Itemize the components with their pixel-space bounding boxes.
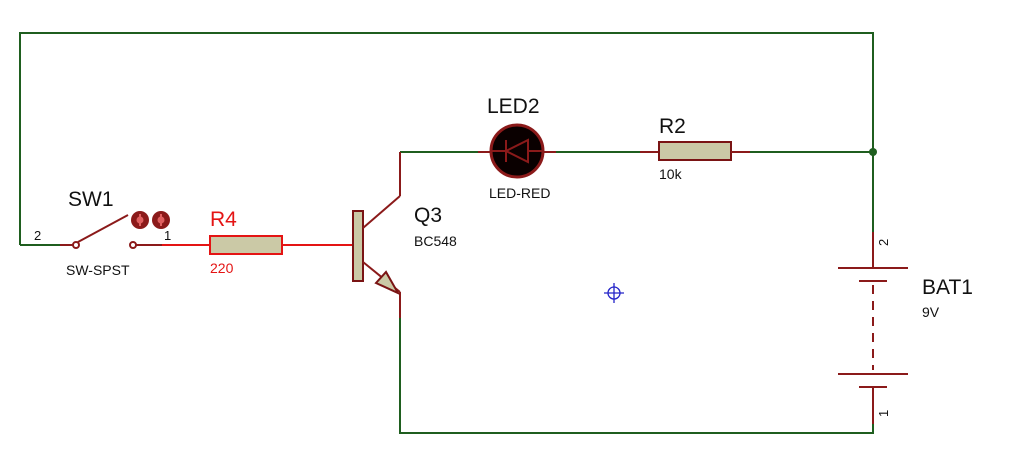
sw1-pin-label-left: 2 [34,228,41,243]
sw1-contact-left [72,241,80,249]
resistor-r2[interactable]: R2 10k [640,115,750,182]
bat1-ref-label: BAT1 [922,276,973,299]
sw1-blade [77,214,129,243]
resistor-r4[interactable]: R4 220 [162,208,353,276]
toggle-dot-icon[interactable] [152,211,170,229]
led2-ref-label: LED2 [487,95,540,118]
bat1-value-label: 9V [922,304,940,320]
q3-collector-lead [362,195,401,229]
q3-ref-label: Q3 [414,204,442,227]
toggle-dot-icon[interactable] [131,211,149,229]
q3-base-bar [352,210,364,282]
sw1-ref-label: SW1 [68,188,114,211]
wire-junction-dot [869,148,877,156]
led-led2[interactable]: LED2 LED-RED [478,95,556,201]
r2-ref-label: R2 [659,115,686,138]
wire-emitter-bat1[interactable] [399,318,874,434]
r2-value-label: 10k [659,166,683,182]
battery-bat1[interactable]: BAT1 9V 2 1 [838,232,973,424]
sw1-pin-label-right: 1 [164,228,171,243]
led2-value-label: LED-RED [489,185,550,201]
r2-body [658,141,732,161]
wires [19,32,877,434]
switch-sw1[interactable]: SW1 SW-SPST 2 1 [34,188,171,278]
wire-top-loop[interactable] [19,32,874,245]
sw1-value-label: SW-SPST [66,262,130,278]
r4-value-label: 220 [210,260,234,276]
transistor-q3[interactable]: Q3 BC548 [352,152,457,318]
crosshair-icon [604,283,624,303]
bat1-pin-label-top: 2 [876,239,891,246]
q3-value-label: BC548 [414,233,457,249]
r4-body [209,235,283,255]
sw1-contact-right [129,241,137,249]
bat1-pin-label-bottom: 1 [876,410,891,417]
q3-emitter-arrow [374,270,401,296]
r4-ref-label: R4 [210,208,237,231]
